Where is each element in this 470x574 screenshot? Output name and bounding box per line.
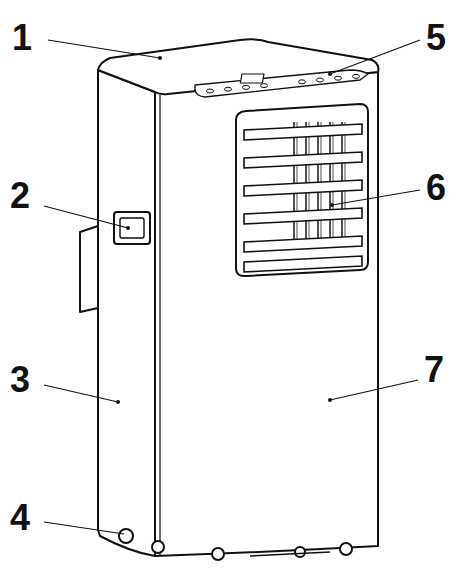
louver <box>244 152 362 168</box>
leader-line <box>330 380 418 400</box>
wheel <box>152 541 164 553</box>
louver <box>244 208 362 224</box>
callout-number: 7 <box>424 352 444 388</box>
callout-number: 4 <box>10 500 30 536</box>
button <box>243 85 250 89</box>
button <box>207 89 214 93</box>
callout-number: 5 <box>426 20 446 56</box>
callout-number: 1 <box>12 20 32 56</box>
handle <box>114 212 150 244</box>
louver <box>244 256 362 272</box>
side-panel <box>98 70 155 556</box>
control-panel <box>195 70 368 97</box>
button <box>299 80 306 84</box>
vent-frame <box>236 104 368 276</box>
hose-bracket <box>80 226 98 312</box>
base-edge <box>250 552 330 556</box>
leader-lines <box>44 40 420 534</box>
wheel <box>119 529 133 543</box>
button <box>353 74 360 78</box>
leader-line <box>332 190 420 205</box>
wheel <box>340 543 352 555</box>
callout-number: 6 <box>426 170 446 206</box>
leader-line <box>44 522 124 534</box>
handle-grip <box>120 218 144 238</box>
button <box>225 87 232 91</box>
wheel <box>212 548 224 560</box>
leader-line <box>48 40 160 58</box>
leader-line <box>330 40 420 74</box>
louver <box>244 236 362 252</box>
leader-dots <box>116 56 334 404</box>
leader-line <box>44 385 118 402</box>
button <box>335 76 342 80</box>
button <box>261 84 268 88</box>
front-panel <box>155 72 378 556</box>
button <box>317 78 324 82</box>
callout-number: 2 <box>10 178 30 214</box>
wheel <box>295 547 305 557</box>
callout-number: 3 <box>10 362 30 398</box>
louver <box>244 180 362 196</box>
louver <box>244 124 362 140</box>
leader-line <box>44 206 128 228</box>
display <box>240 74 264 83</box>
corner-edge <box>159 95 160 556</box>
